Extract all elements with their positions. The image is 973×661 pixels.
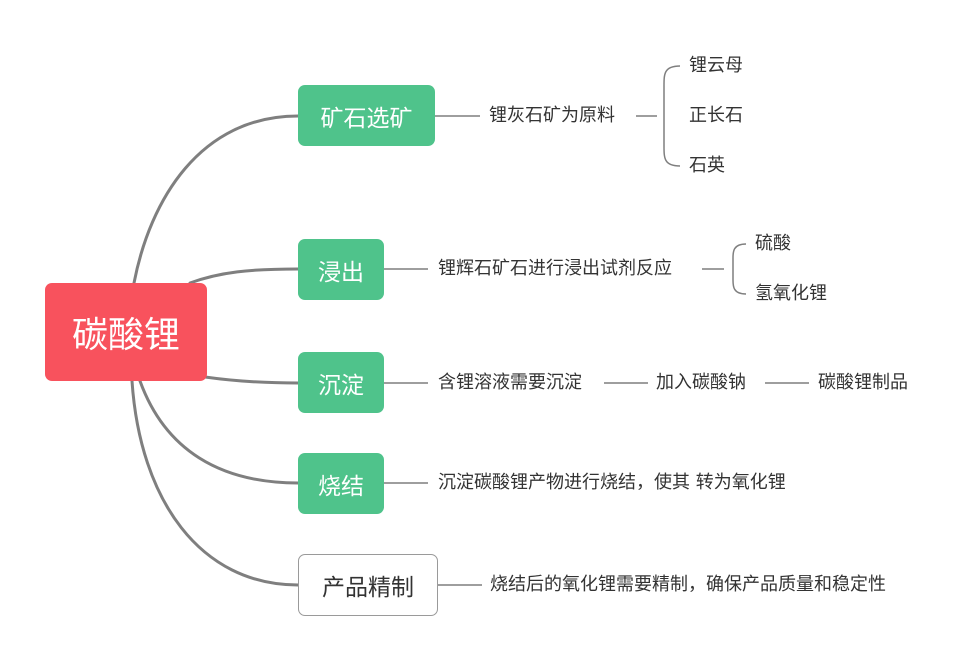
precip-detail[interactable]: 含锂溶液需要沉淀	[438, 372, 582, 393]
leach-child-lithium-hydroxide[interactable]: 氢氧化锂	[755, 283, 827, 304]
topic-label: 沉淀	[318, 372, 364, 399]
root-link-refine	[130, 379, 300, 587]
ore-child-quartz[interactable]: 石英	[689, 155, 725, 176]
root-link-sinter	[138, 379, 300, 485]
topic-sintering[interactable]: 烧结	[298, 453, 384, 514]
root-link-precip	[203, 375, 300, 385]
ore-child-orthoclase[interactable]: 正长石	[689, 105, 743, 126]
sinter-detail[interactable]: 沉淀碳酸锂产物进行烧结，使其 转为氧化锂	[438, 472, 786, 493]
topic-label: 烧结	[318, 473, 364, 500]
precip-chain-product[interactable]: 碳酸锂制品	[818, 372, 908, 393]
topic-precipitation[interactable]: 沉淀	[298, 352, 384, 413]
topic-label: 产品精制	[322, 575, 414, 601]
brace-leach	[702, 243, 747, 295]
leach-child-sulfuric-acid[interactable]: 硫酸	[755, 233, 791, 254]
leach-detail[interactable]: 锂辉石矿石进行浸出试剂反应	[438, 258, 672, 279]
root-node[interactable]: 碳酸锂	[45, 283, 207, 381]
topic-product-refining[interactable]: 产品精制	[298, 554, 438, 616]
brace-ore	[636, 65, 681, 167]
ore-detail[interactable]: 锂灰石矿为原料	[489, 105, 615, 126]
refine-detail[interactable]: 烧结后的氧化锂需要精制，确保产品质量和稳定性	[490, 574, 886, 595]
topic-ore-beneficiation[interactable]: 矿石选矿	[298, 85, 435, 146]
root-link-ore	[132, 114, 300, 285]
root-link-leach	[188, 267, 300, 285]
topic-label: 浸出	[318, 259, 364, 286]
topic-leaching[interactable]: 浸出	[298, 239, 384, 300]
precip-chain-sodium-carbonate[interactable]: 加入碳酸钠	[656, 372, 746, 393]
ore-child-lepidolite[interactable]: 锂云母	[689, 55, 743, 76]
topic-label: 矿石选矿	[320, 105, 413, 132]
root-label: 碳酸锂	[71, 315, 180, 356]
